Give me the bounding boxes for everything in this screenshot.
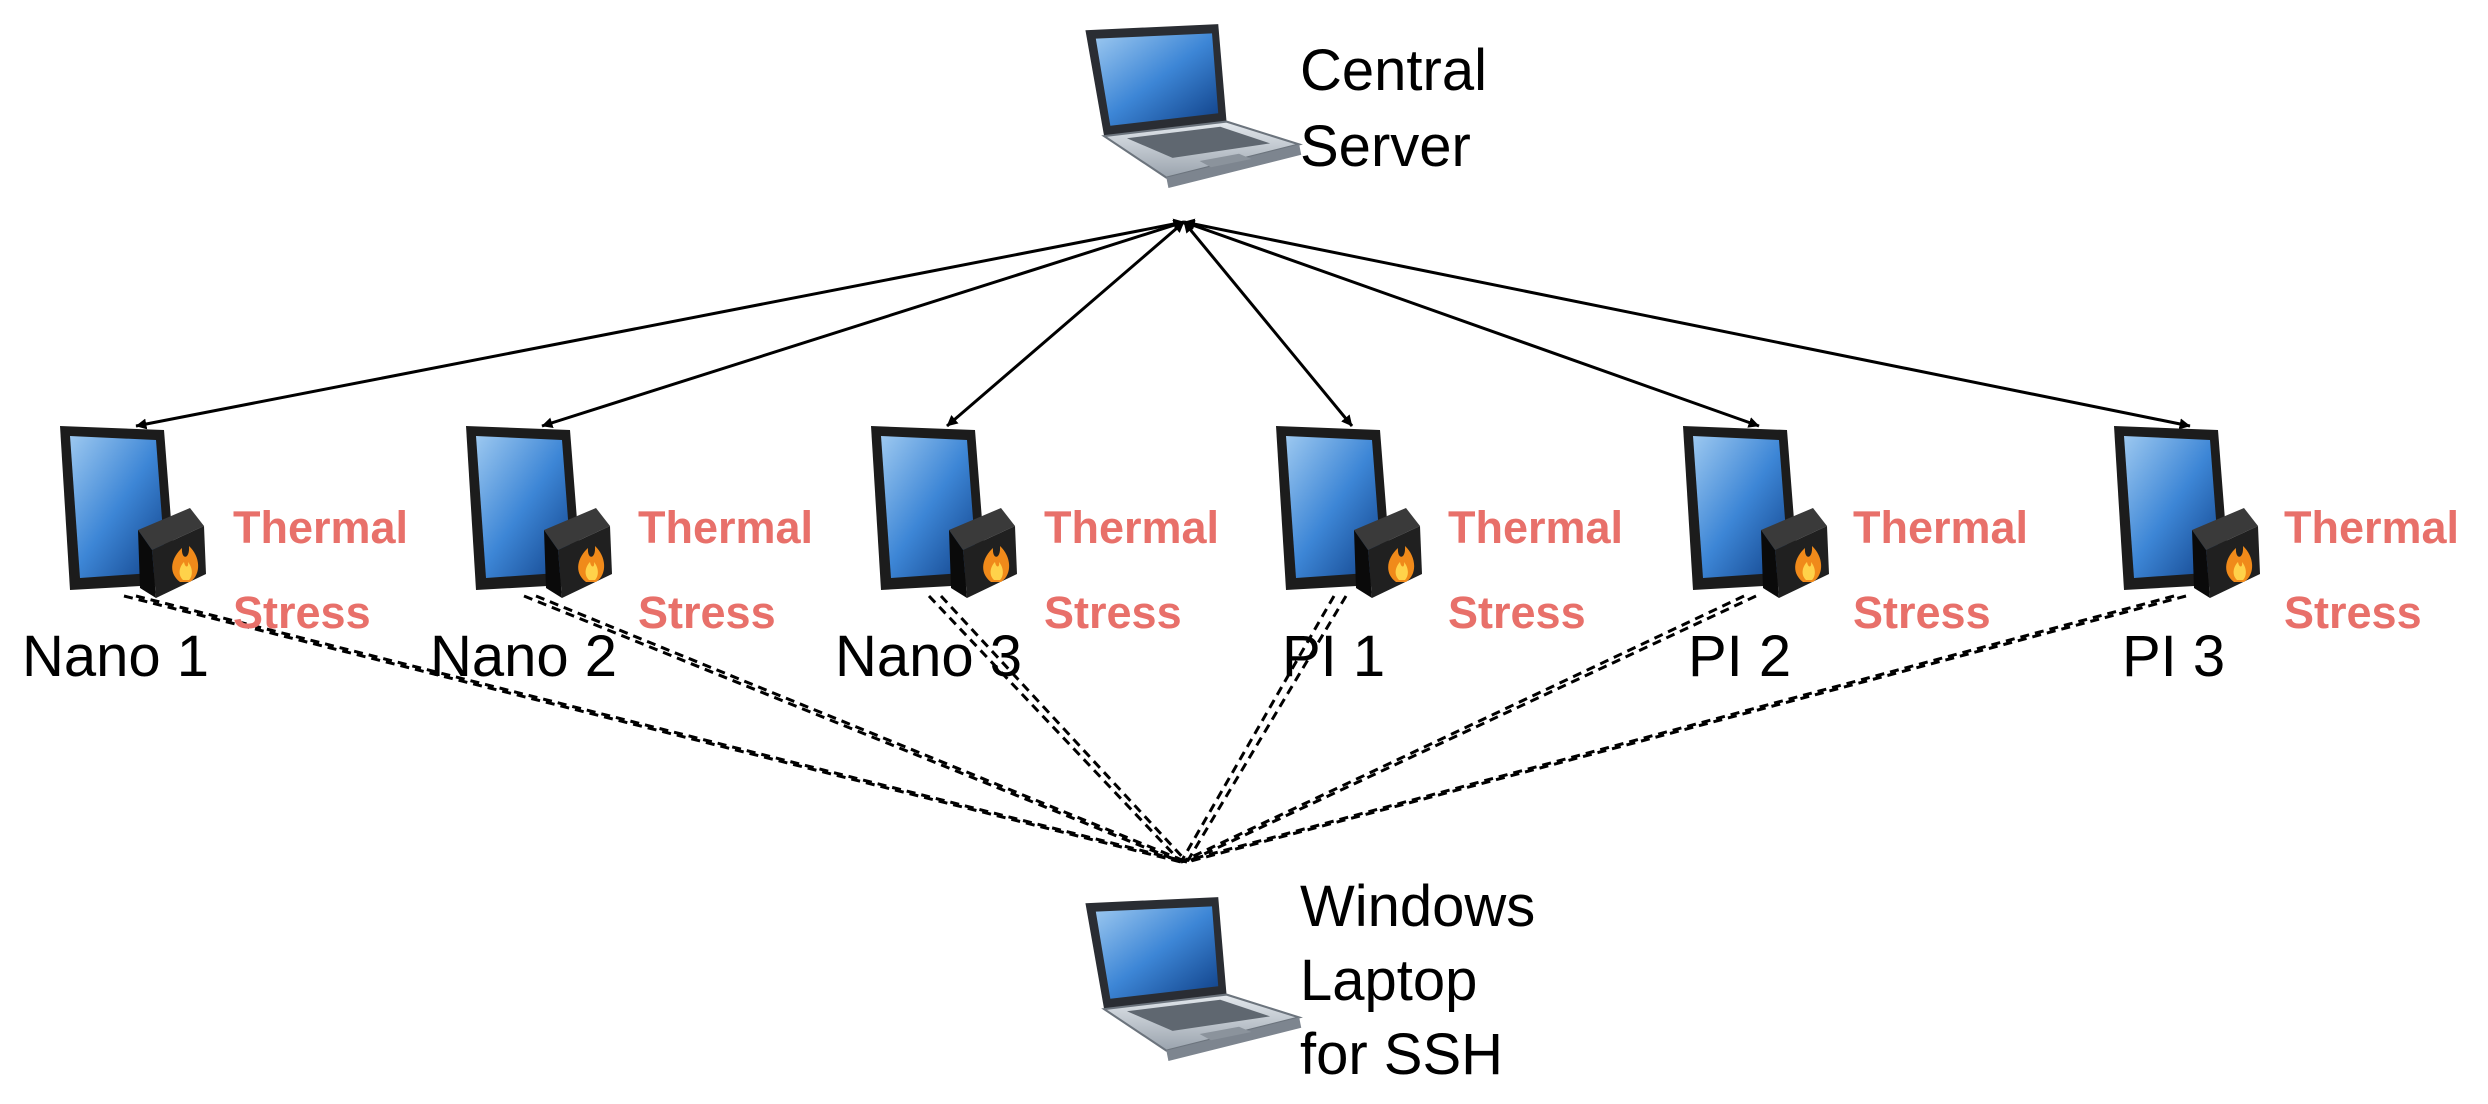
pi-2-stress-label: Stress — [1853, 587, 1991, 638]
pi-2-label: PI 2 — [1688, 624, 1791, 689]
central-server-laptop-icon — [1084, 23, 1303, 188]
nano-3-tablet-fire-icon — [871, 426, 1017, 598]
pi-3-label: PI 3 — [2122, 624, 2225, 689]
ssh-link-pi-1-1 — [1179, 595, 1336, 863]
server-link-pi-3 — [1183, 218, 2191, 430]
pi-1-thermal-label: Thermal — [1448, 502, 1623, 553]
ssh-link-pi-3-1 — [1180, 594, 2175, 864]
nano-1-label: Nano 1 — [22, 624, 209, 689]
nano-2-tablet-fire-icon — [466, 426, 612, 598]
ssh-link-nano-2-1 — [523, 594, 1182, 864]
pi-3-thermal-label: Thermal — [2284, 502, 2459, 553]
ssh-link-pi-2-1 — [1180, 594, 1745, 864]
ssh-link-nano-1-2 — [135, 594, 1188, 864]
nano-3-label: Nano 3 — [835, 624, 1022, 689]
nano-3-thermal-label: Thermal — [1044, 502, 1219, 553]
ssh-connections — [123, 594, 2187, 864]
windows-laptop-icon — [1084, 896, 1303, 1061]
nano-2-stress-label: Stress — [638, 587, 776, 638]
pi-2-thermal-label: Thermal — [1853, 502, 2028, 553]
nano-1-thermal-label: Thermal — [233, 502, 408, 553]
nano-2-thermal-label: Thermal — [638, 502, 813, 553]
pi-2-tablet-fire-icon — [1683, 426, 1829, 598]
server-connections — [135, 218, 2191, 430]
pi-3-tablet-fire-icon — [2114, 426, 2260, 598]
ssh-link-nano-1-1 — [123, 594, 1182, 864]
windows-laptop-label-line1: Windows — [1300, 874, 1535, 939]
central-server-label-line2: Server — [1300, 114, 1471, 179]
nano-1-tablet-fire-icon — [60, 426, 206, 598]
pi-1-tablet-fire-icon — [1276, 426, 1422, 598]
nano-2-label: Nano 2 — [430, 624, 617, 689]
windows-laptop-label-line3: for SSH — [1300, 1022, 1503, 1087]
server-link-nano-3 — [946, 220, 1185, 428]
windows-laptop-label-line2: Laptop — [1300, 948, 1477, 1013]
ssh-link-nano-2-2 — [535, 594, 1188, 864]
pi-1-stress-label: Stress — [1448, 587, 1586, 638]
pi-1-label: PI 1 — [1282, 624, 1385, 689]
pi-3-stress-label: Stress — [2284, 587, 2422, 638]
server-link-nano-2 — [541, 219, 1185, 429]
nano-1-stress-label: Stress — [233, 587, 371, 638]
server-link-pi-2 — [1183, 220, 1760, 428]
ssh-link-pi-3-2 — [1186, 594, 2187, 864]
ssh-link-pi-1-2 — [1185, 595, 1348, 863]
ssh-link-nano-3-2 — [939, 594, 1189, 864]
nano-3-stress-label: Stress — [1044, 587, 1182, 638]
server-link-nano-1 — [135, 218, 1185, 430]
central-server-label-line1: Central — [1300, 38, 1487, 103]
ssh-link-nano-3-1 — [927, 594, 1183, 864]
